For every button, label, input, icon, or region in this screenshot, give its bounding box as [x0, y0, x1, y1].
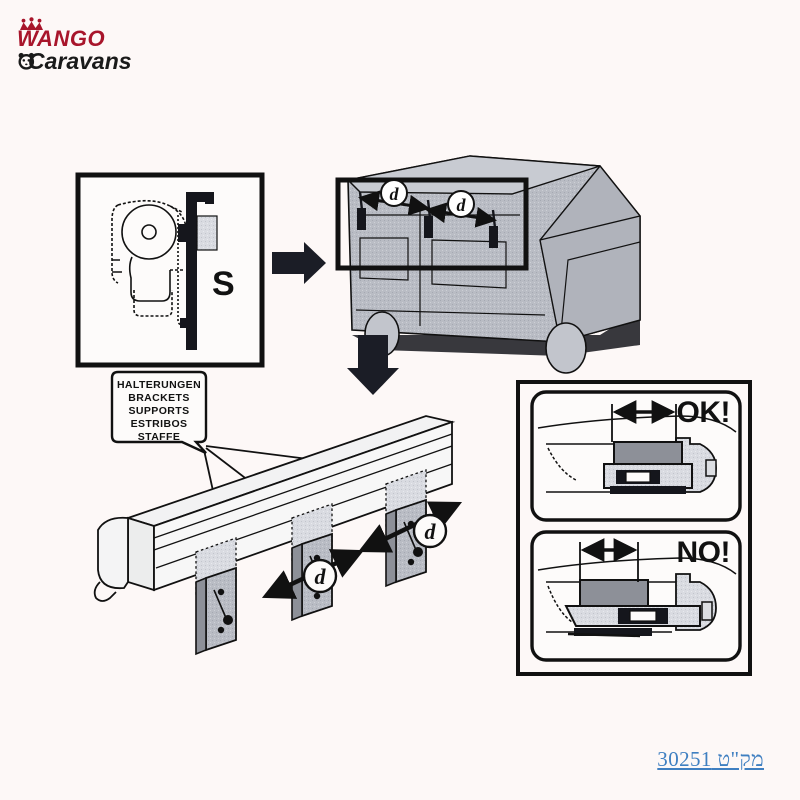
ok-label: OK! — [677, 396, 731, 429]
logo-wordmark-secondary: Caravans — [28, 48, 132, 74]
callout-line: STAFFE — [138, 431, 180, 443]
panel-vehicle: d d — [335, 155, 641, 374]
footer: מק"ט 30251 — [657, 747, 764, 772]
dimension-label-d: d — [457, 195, 467, 215]
bracket-incorrect-shape — [564, 579, 701, 638]
brand-logo[interactable]: WANGO Caravans — [14, 14, 174, 76]
no-measure-arrow — [579, 538, 639, 582]
dimension-arrow-d4: d — [357, 501, 463, 553]
dimension-arrow-d1: d — [358, 179, 430, 216]
dimension-label-d: d — [390, 184, 400, 204]
crown-icon — [20, 17, 43, 30]
dimension-label-d: d — [425, 519, 437, 544]
panel-awning-case: HALTERUNGEN BRACKETS SUPPORTS ESTRIBOS S… — [93, 370, 463, 656]
dimension-arrow-d2: d — [425, 190, 497, 228]
wheel-shape — [364, 311, 587, 374]
subpanel-no: NO! — [530, 530, 742, 662]
logo-wordmark-primary: WANGO — [17, 26, 105, 51]
panel-ok-no-comparison: OK! — [516, 380, 752, 676]
no-label: NO! — [677, 536, 731, 569]
callout-line: ESTRIBOS — [131, 418, 188, 430]
callout-line: HALTERUNGEN — [117, 379, 201, 391]
brackets-callout: HALTERUNGEN BRACKETS SUPPORTS ESTRIBOS S… — [110, 370, 208, 455]
arrow-down-icon — [347, 335, 399, 395]
dimension-label-d: d — [315, 564, 327, 589]
instruction-sheet: S — [0, 120, 800, 700]
callout-line: SUPPORTS — [129, 405, 190, 417]
wall-rail-shape — [186, 192, 214, 350]
cross-section-label-s: S — [212, 265, 235, 303]
bracket-block-shape — [178, 215, 218, 328]
panel-cross-section: S — [75, 172, 265, 368]
callout-line: BRACKETS — [128, 392, 190, 404]
panda-face-icon — [18, 52, 35, 70]
bracket-correct-shape — [603, 441, 693, 494]
dimension-arrow-d3: d — [261, 549, 365, 599]
ok-measure-arrow — [611, 400, 677, 442]
sku-link[interactable]: מק"ט 30251 — [657, 747, 764, 771]
arrow-right-icon — [272, 242, 326, 284]
subpanel-ok: OK! — [530, 390, 742, 522]
awning-cross-section-shape — [111, 199, 187, 327]
